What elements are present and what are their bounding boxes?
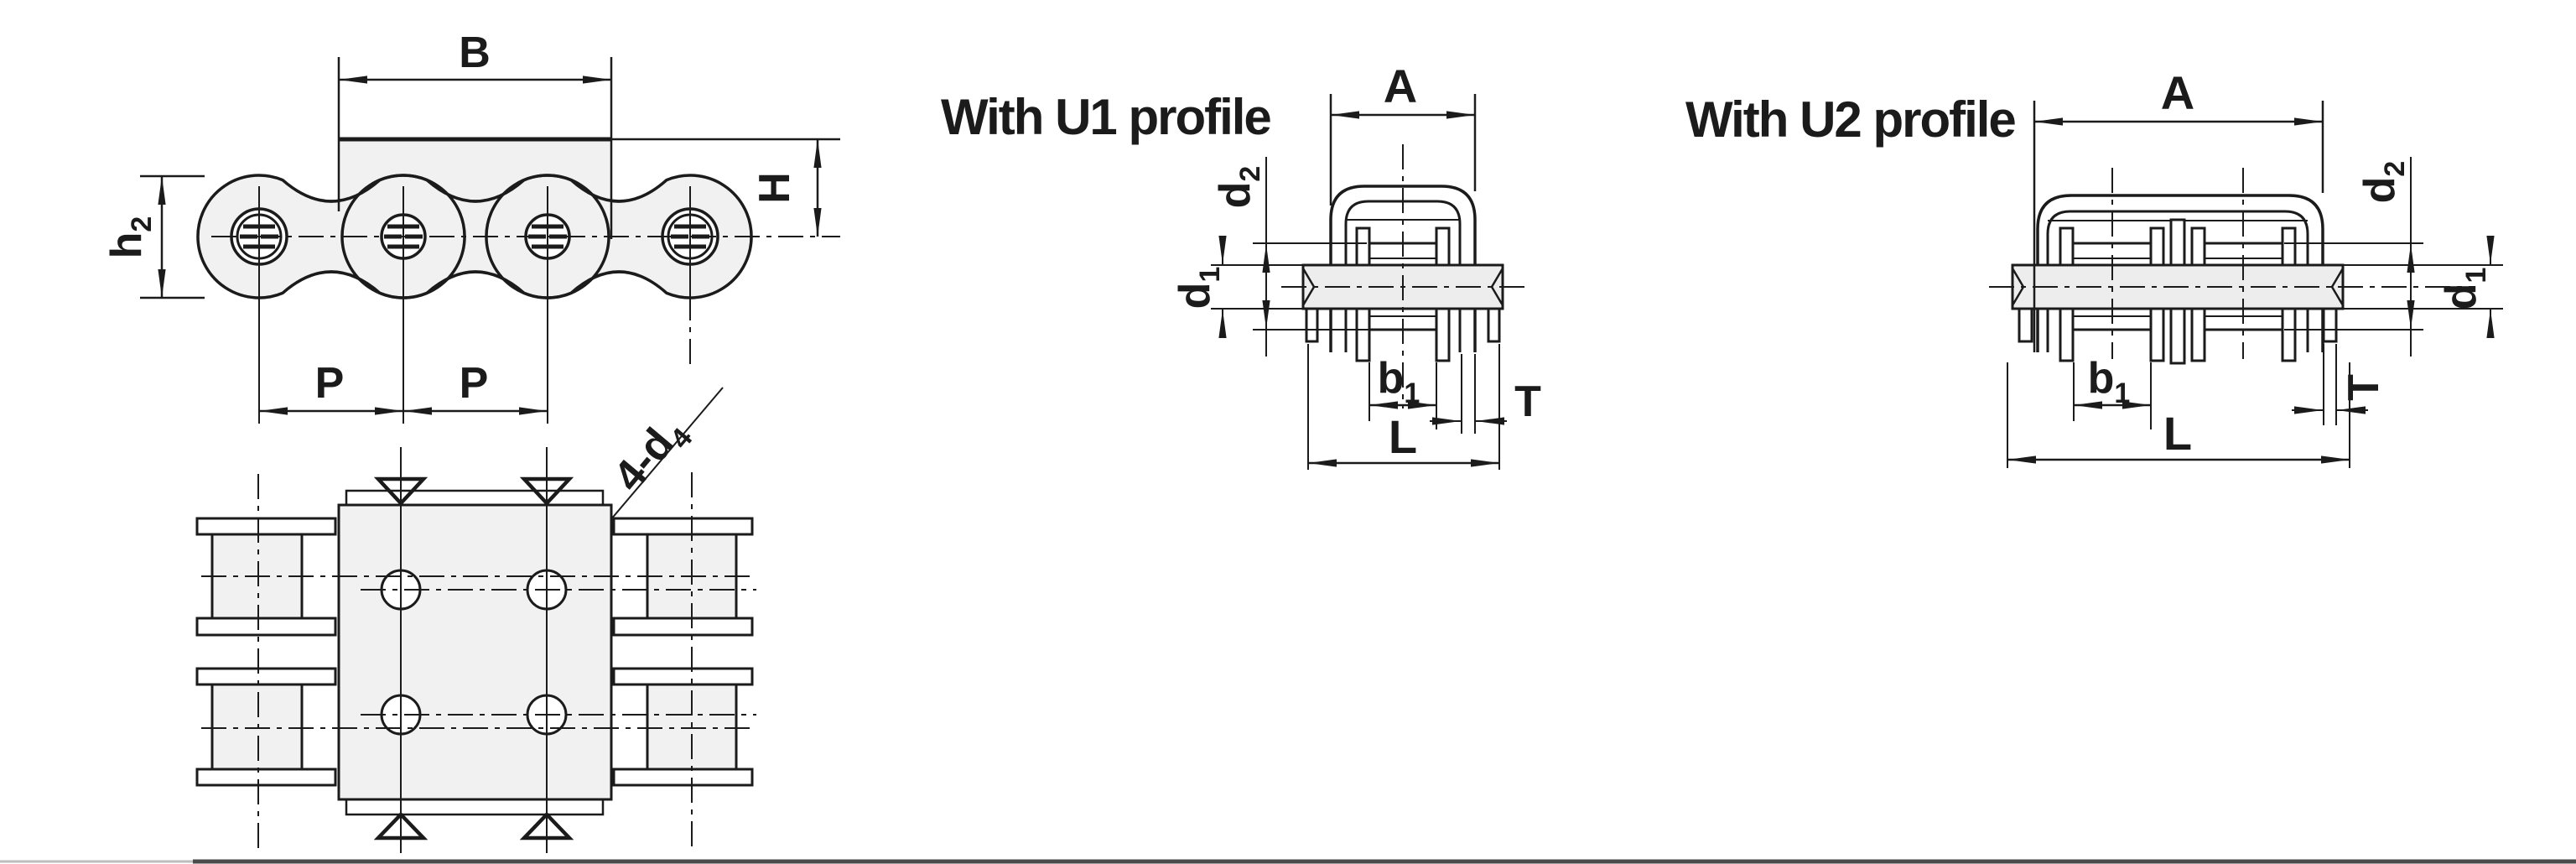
- attachment-plate-plan: [337, 503, 613, 801]
- u2-dim-d1-label: d1: [2437, 268, 2492, 310]
- u1-dim-d1-label: d1: [1171, 267, 1226, 310]
- u2-dim-A-label: A: [2161, 66, 2194, 119]
- dim-B: B: [337, 29, 613, 239]
- link-plate-edge: [195, 617, 337, 637]
- plate-top-flange: [345, 489, 605, 507]
- dim-P2-label: P: [460, 359, 489, 408]
- u2-dim-d1: d1: [2306, 236, 2503, 338]
- right-strand: [612, 517, 754, 787]
- u2-dim-b1: b1: [2073, 354, 2152, 429]
- u2-dim-A: A: [2033, 66, 2324, 352]
- link-plate-edge: [195, 768, 337, 787]
- u1-dim-T-label: T: [1514, 377, 1541, 426]
- u1-dim-L: L: [1307, 344, 1500, 470]
- pin-end-chamfer: [2330, 268, 2345, 306]
- u2-view: With U2 profile A: [1685, 66, 2503, 468]
- link-plate-edge: [612, 768, 754, 787]
- plan-view: [195, 447, 756, 853]
- link-plate-edge: [612, 617, 754, 637]
- u1-dim-d1: d1: [1171, 236, 1305, 338]
- side-view: B H h2 P P 4-d4: [102, 29, 840, 649]
- dim-h2-label: h2: [102, 216, 158, 259]
- roller-outline: [210, 683, 304, 771]
- link-plate-edge: [195, 517, 337, 536]
- u1-dim-d2-label: d2: [1211, 166, 1266, 209]
- left-strand: [195, 517, 337, 787]
- u1-dim-T: T: [1430, 354, 1541, 434]
- u2-dim-T: T: [2292, 344, 2388, 425]
- holes-note-label: 4-d4: [605, 407, 699, 505]
- u2-dim-T-label: T: [2340, 374, 2388, 401]
- plate-bottom-flange: [345, 798, 605, 816]
- u2-dim-b1-label: b1: [2088, 354, 2131, 409]
- u1-title: With U1 profile: [941, 89, 1270, 145]
- u2-dim-d2: d2: [2284, 157, 2423, 357]
- dim-h2: h2: [102, 174, 205, 299]
- u1-dim-A: A: [1329, 60, 1477, 206]
- link-plate-edge: [612, 667, 754, 686]
- u1-dim-d2: d2: [1211, 157, 1371, 357]
- u2-dim-L-label: L: [2163, 407, 2192, 460]
- u1-view: With U1 profile A: [941, 60, 1541, 470]
- link-outline: [485, 174, 753, 299]
- dim-H: H: [750, 139, 822, 237]
- roller-body: [212, 684, 302, 769]
- u1-dim-b1: b1: [1368, 354, 1437, 429]
- u2-title: With U2 profile: [1685, 91, 2015, 148]
- dim-H-label: H: [750, 172, 799, 204]
- dim-P1-label: P: [315, 359, 345, 408]
- u1-dim-L-label: L: [1389, 410, 1417, 463]
- plan-centerlines: [201, 447, 756, 853]
- dim-B-label: B: [459, 29, 491, 77]
- u1-dim-b1-label: b1: [1378, 354, 1420, 409]
- u1-dim-A-label: A: [1384, 60, 1417, 112]
- dim-P: P P: [259, 359, 548, 415]
- u2-dim-d2-label: d2: [2355, 161, 2411, 204]
- link-plate-edge: [195, 667, 337, 686]
- link-plate-edge: [612, 517, 754, 536]
- u2-dim-L: L: [2007, 362, 2350, 468]
